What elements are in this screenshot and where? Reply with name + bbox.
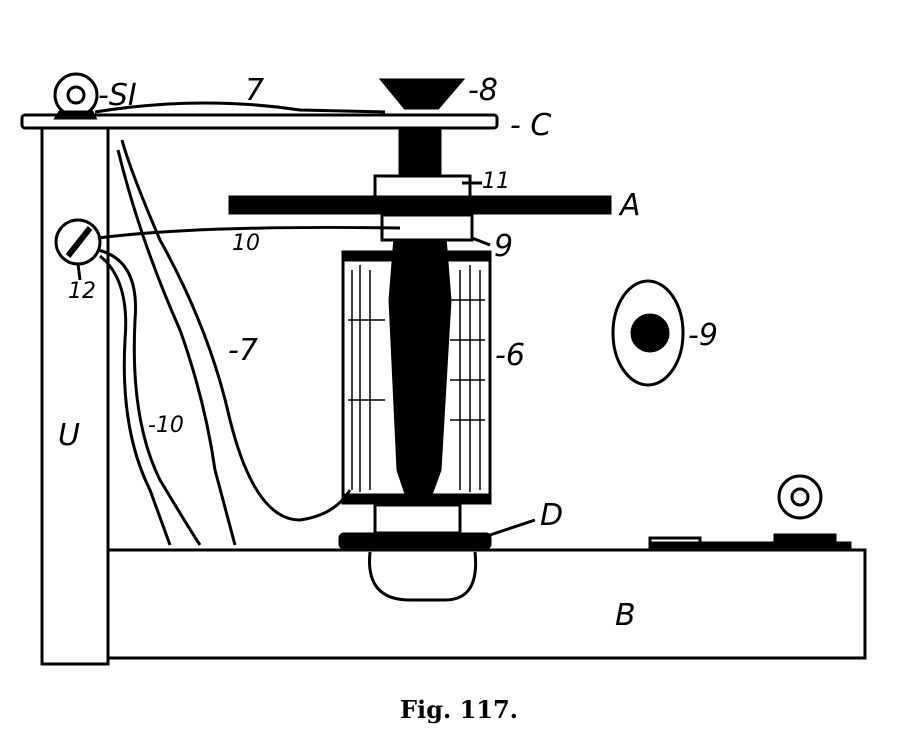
oval-washer-9 — [611, 279, 685, 387]
post-u — [40, 124, 110, 666]
terminal-si — [53, 72, 99, 118]
under-nut — [368, 551, 478, 602]
label-board-c: - C — [510, 108, 551, 143]
label-base-b: B — [615, 598, 636, 633]
label-wire-10-top: 10 — [232, 231, 260, 256]
label-coil-6: -6 — [495, 338, 525, 373]
label-post-u: U — [58, 418, 80, 453]
label-nut-11: 11 — [482, 169, 510, 194]
wire-10 — [97, 225, 401, 240]
base-b — [106, 548, 867, 660]
label-washer-9: 9 — [494, 229, 513, 264]
plate-a — [228, 195, 612, 215]
washer-9 — [380, 213, 474, 242]
oval-hole — [630, 313, 670, 353]
terminal-right — [777, 474, 823, 520]
coil-hatching — [348, 265, 485, 492]
label-plate-d: D — [540, 498, 563, 533]
label-plate-a: A — [618, 188, 641, 223]
figure-caption: Fig. 117. — [400, 695, 518, 724]
label-wire-7-top: 7 — [245, 73, 264, 108]
label-oval-9: -9 — [688, 318, 718, 353]
label-wire-10-low: -10 — [148, 413, 184, 438]
nut-11 — [373, 174, 472, 199]
board-c — [20, 113, 499, 130]
label-screw-12: 12 — [68, 279, 96, 304]
wire-7 — [94, 101, 386, 114]
label-knob-8: -8 — [468, 73, 498, 108]
knob-8 — [378, 78, 466, 110]
bottom-nut — [373, 503, 462, 535]
label-si: -SI — [98, 78, 137, 113]
label-wire-7-mid: -7 — [228, 333, 258, 368]
plate-d — [338, 532, 492, 550]
